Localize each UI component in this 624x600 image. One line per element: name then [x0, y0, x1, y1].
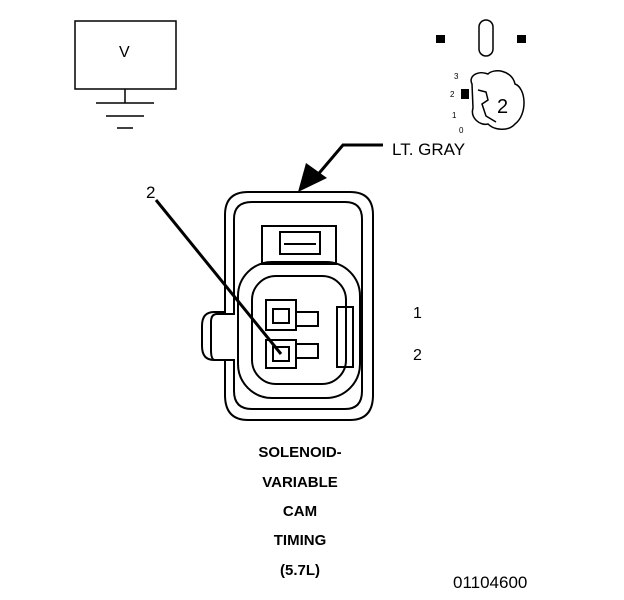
connector-key-slot	[336, 306, 354, 368]
title-line-4: TIMING	[273, 532, 327, 549]
connector-face	[237, 261, 361, 399]
pin-callout-line	[154, 199, 283, 355]
pin-label-2: 2	[413, 347, 422, 364]
ignition-position-3: 3	[454, 72, 459, 81]
ignition-position-marker	[461, 89, 469, 99]
terminal-1	[265, 299, 319, 331]
connector-latch	[261, 225, 337, 265]
title-line-3: CAM	[282, 503, 318, 520]
title-line-5: (5.7L)	[279, 562, 320, 579]
figure-id: 01104600	[453, 573, 528, 592]
terminal-2	[265, 339, 319, 369]
title-line-2: VARIABLE	[262, 474, 338, 491]
meter-label: V	[119, 44, 130, 61]
connector-body	[201, 191, 374, 421]
color-leader-arrow	[298, 143, 383, 192]
voltmeter-ground-symbol	[74, 20, 177, 129]
title-line-1: SOLENOID-	[258, 444, 342, 461]
wire-color-label: LT. GRAY	[392, 140, 466, 159]
ignition-position-2: 2	[450, 90, 455, 99]
ignition-position-1: 1	[452, 111, 457, 120]
pin-callout-label: 2	[146, 183, 156, 202]
pin-label-1: 1	[413, 305, 422, 322]
ignition-switch-symbol	[436, 19, 526, 130]
key-position-label: 2	[497, 96, 509, 118]
ignition-position-0: 0	[459, 126, 464, 135]
